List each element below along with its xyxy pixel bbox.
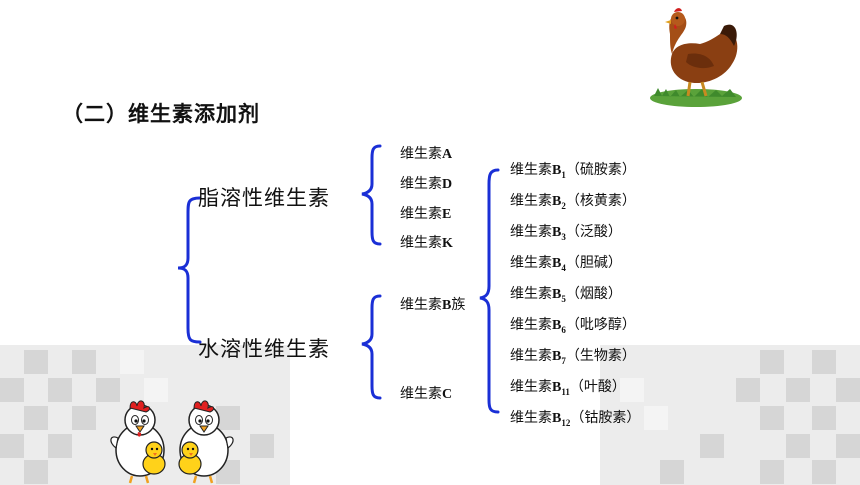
water-soluble-brace xyxy=(361,294,382,400)
vitamin-a-item: 维生素A xyxy=(400,146,453,162)
vitamin-k-item: 维生素K xyxy=(400,235,453,251)
vitamin-d-item: 维生素D xyxy=(400,176,453,192)
hen-illustration xyxy=(650,8,742,107)
vitamin-b12-item: 维生素B12（钴胺素） xyxy=(510,410,641,428)
vitamin-b7-item: 维生素B7（生物素） xyxy=(510,348,636,366)
vitamin-c-item: 维生素C xyxy=(400,386,453,402)
water-soluble-category: 水溶性维生素 xyxy=(198,337,330,361)
b-group-brace xyxy=(479,168,500,414)
vitamin-b2-item: 维生素B2（核黄素） xyxy=(510,193,636,211)
vitamin-b5-item: 维生素B5（烟酸） xyxy=(510,286,622,304)
cartoon-chickens-illustration xyxy=(110,400,234,484)
main-brace xyxy=(177,196,202,344)
vitamin-b3-item: 维生素B3（泛酸） xyxy=(510,224,622,242)
vitamin-e-item: 维生素E xyxy=(400,206,452,222)
vitamin-b-group-item: 维生素B族 xyxy=(400,297,466,313)
vitamin-b11-item: 维生素B11（叶酸） xyxy=(510,379,626,397)
vitamin-b4-item: 维生素B4（胆碱） xyxy=(510,255,622,273)
vitamin-b1-item: 维生素B1（硫胺素） xyxy=(510,162,636,180)
page-title: （二）维生素添加剂 xyxy=(62,102,260,126)
vitamin-b6-item: 维生素B6（吡哆醇） xyxy=(510,317,636,335)
fat-soluble-brace xyxy=(361,144,382,246)
fat-soluble-category: 脂溶性维生素 xyxy=(198,186,330,210)
